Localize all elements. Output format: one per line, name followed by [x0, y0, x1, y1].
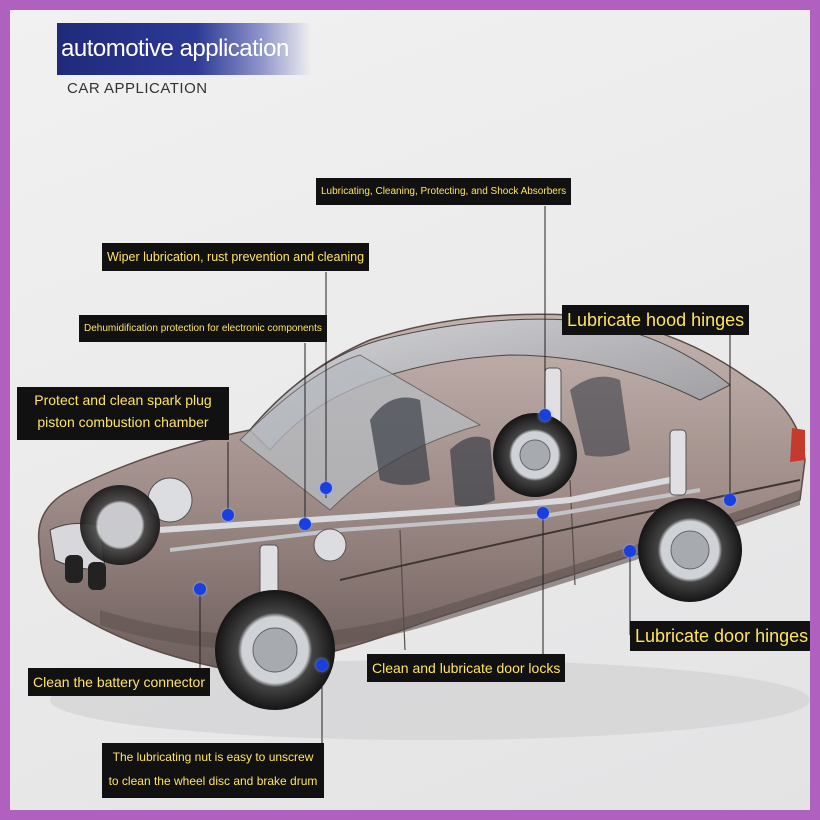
marker-wheel-nut[interactable]	[316, 659, 328, 671]
label-wiper: Wiper lubrication, rust prevention and c…	[102, 243, 370, 271]
main-panel: automotive application CAR APPLICATION	[10, 10, 810, 810]
marker-shock-absorber[interactable]	[539, 409, 551, 421]
marker-electronics[interactable]	[299, 518, 311, 530]
label-door-locks: Clean and lubricate door locks	[367, 654, 566, 682]
page-subtitle: CAR APPLICATION	[67, 80, 208, 97]
marker-door-hinges[interactable]	[624, 545, 636, 557]
marker-spark-plug[interactable]	[222, 509, 234, 521]
marker-battery[interactable]	[194, 583, 206, 595]
marker-wiper[interactable]	[320, 482, 332, 494]
marker-hood-hinges[interactable]	[724, 494, 736, 506]
label-shock-absorbers: Lubricating, Cleaning, Protecting, and S…	[316, 178, 572, 205]
label-door-hinges: Lubricate door hinges	[630, 621, 810, 651]
label-hood-hinges: Lubricate hood hinges	[562, 305, 750, 335]
marker-door-locks[interactable]	[537, 507, 549, 519]
page-title: automotive application	[57, 23, 311, 75]
label-electronics: Dehumidification protection for electron…	[79, 315, 327, 342]
label-wheel-nut: The lubricating nut is easy to unscrew t…	[102, 743, 324, 798]
car-illustration	[37, 313, 810, 740]
label-spark-plug: Protect and clean spark plug piston comb…	[17, 387, 229, 440]
label-battery: Clean the battery connector	[28, 668, 210, 696]
